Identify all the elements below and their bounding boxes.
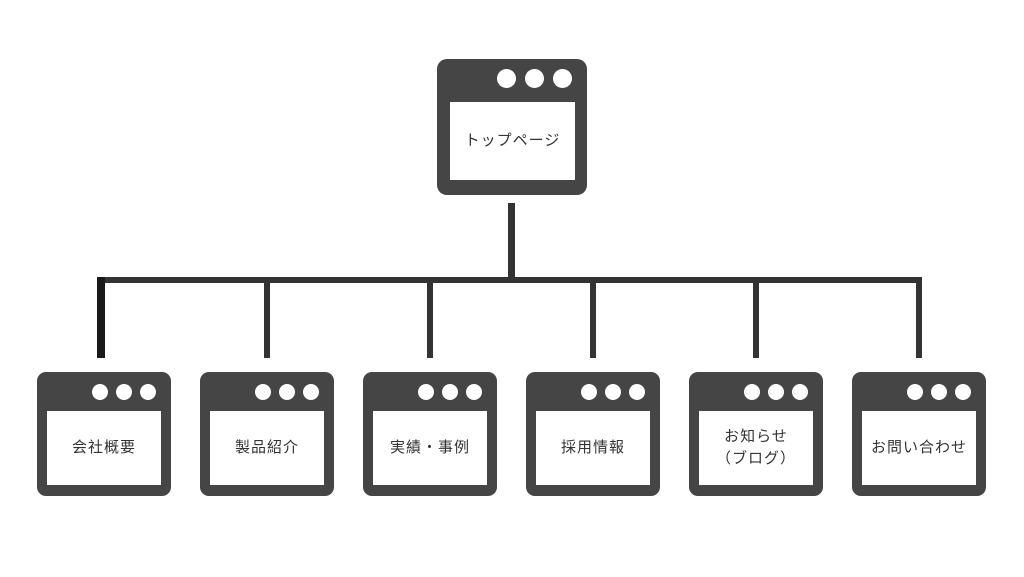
window-dot-icon xyxy=(768,384,784,400)
page-node-case-studies: 実績・事例 xyxy=(363,372,497,496)
window-dot-icon xyxy=(279,384,295,400)
page-node-label: 会社概要 xyxy=(47,411,161,485)
window-dot-icon xyxy=(744,384,760,400)
browser-window-dots-icon xyxy=(497,69,572,88)
connector-drop xyxy=(753,277,759,358)
window-dot-icon xyxy=(629,384,645,400)
page-node-label: お知らせ （ブログ） xyxy=(699,411,813,485)
page-node-label: 製品紹介 xyxy=(210,411,324,485)
connector-horizontal xyxy=(97,277,922,283)
window-dot-icon xyxy=(907,384,923,400)
window-dot-icon xyxy=(581,384,597,400)
page-node-contact: お問い合わせ xyxy=(852,372,986,496)
window-dot-icon xyxy=(553,69,572,88)
page-node-company-overview: 会社概要 xyxy=(37,372,171,496)
page-node-news-blog: お知らせ （ブログ） xyxy=(689,372,823,496)
window-dot-icon xyxy=(497,69,516,88)
page-node-label: 実績・事例 xyxy=(373,411,487,485)
connector-drop xyxy=(590,277,596,358)
browser-window-dots-icon xyxy=(907,384,971,400)
connector-drop xyxy=(916,277,922,358)
connector-drop xyxy=(264,277,270,358)
window-dot-icon xyxy=(92,384,108,400)
window-dot-icon xyxy=(140,384,156,400)
browser-window-dots-icon xyxy=(92,384,156,400)
window-dot-icon xyxy=(955,384,971,400)
window-dot-icon xyxy=(255,384,271,400)
page-node-top: トップページ xyxy=(437,59,587,195)
connector-drop xyxy=(427,277,433,358)
browser-window-dots-icon xyxy=(744,384,808,400)
window-dot-icon xyxy=(442,384,458,400)
page-node-recruit: 採用情報 xyxy=(526,372,660,496)
browser-window-dots-icon xyxy=(255,384,319,400)
window-dot-icon xyxy=(931,384,947,400)
window-dot-icon xyxy=(116,384,132,400)
browser-window-dots-icon xyxy=(418,384,482,400)
window-dot-icon xyxy=(525,69,544,88)
page-node-label: 採用情報 xyxy=(536,411,650,485)
connector-drop xyxy=(97,277,105,358)
page-node-products: 製品紹介 xyxy=(200,372,334,496)
page-node-label: トップページ xyxy=(450,102,575,180)
window-dot-icon xyxy=(303,384,319,400)
window-dot-icon xyxy=(792,384,808,400)
window-dot-icon xyxy=(466,384,482,400)
browser-window-dots-icon xyxy=(581,384,645,400)
connector-stem xyxy=(508,203,515,283)
page-node-label: お問い合わせ xyxy=(862,411,976,485)
window-dot-icon xyxy=(605,384,621,400)
window-dot-icon xyxy=(418,384,434,400)
